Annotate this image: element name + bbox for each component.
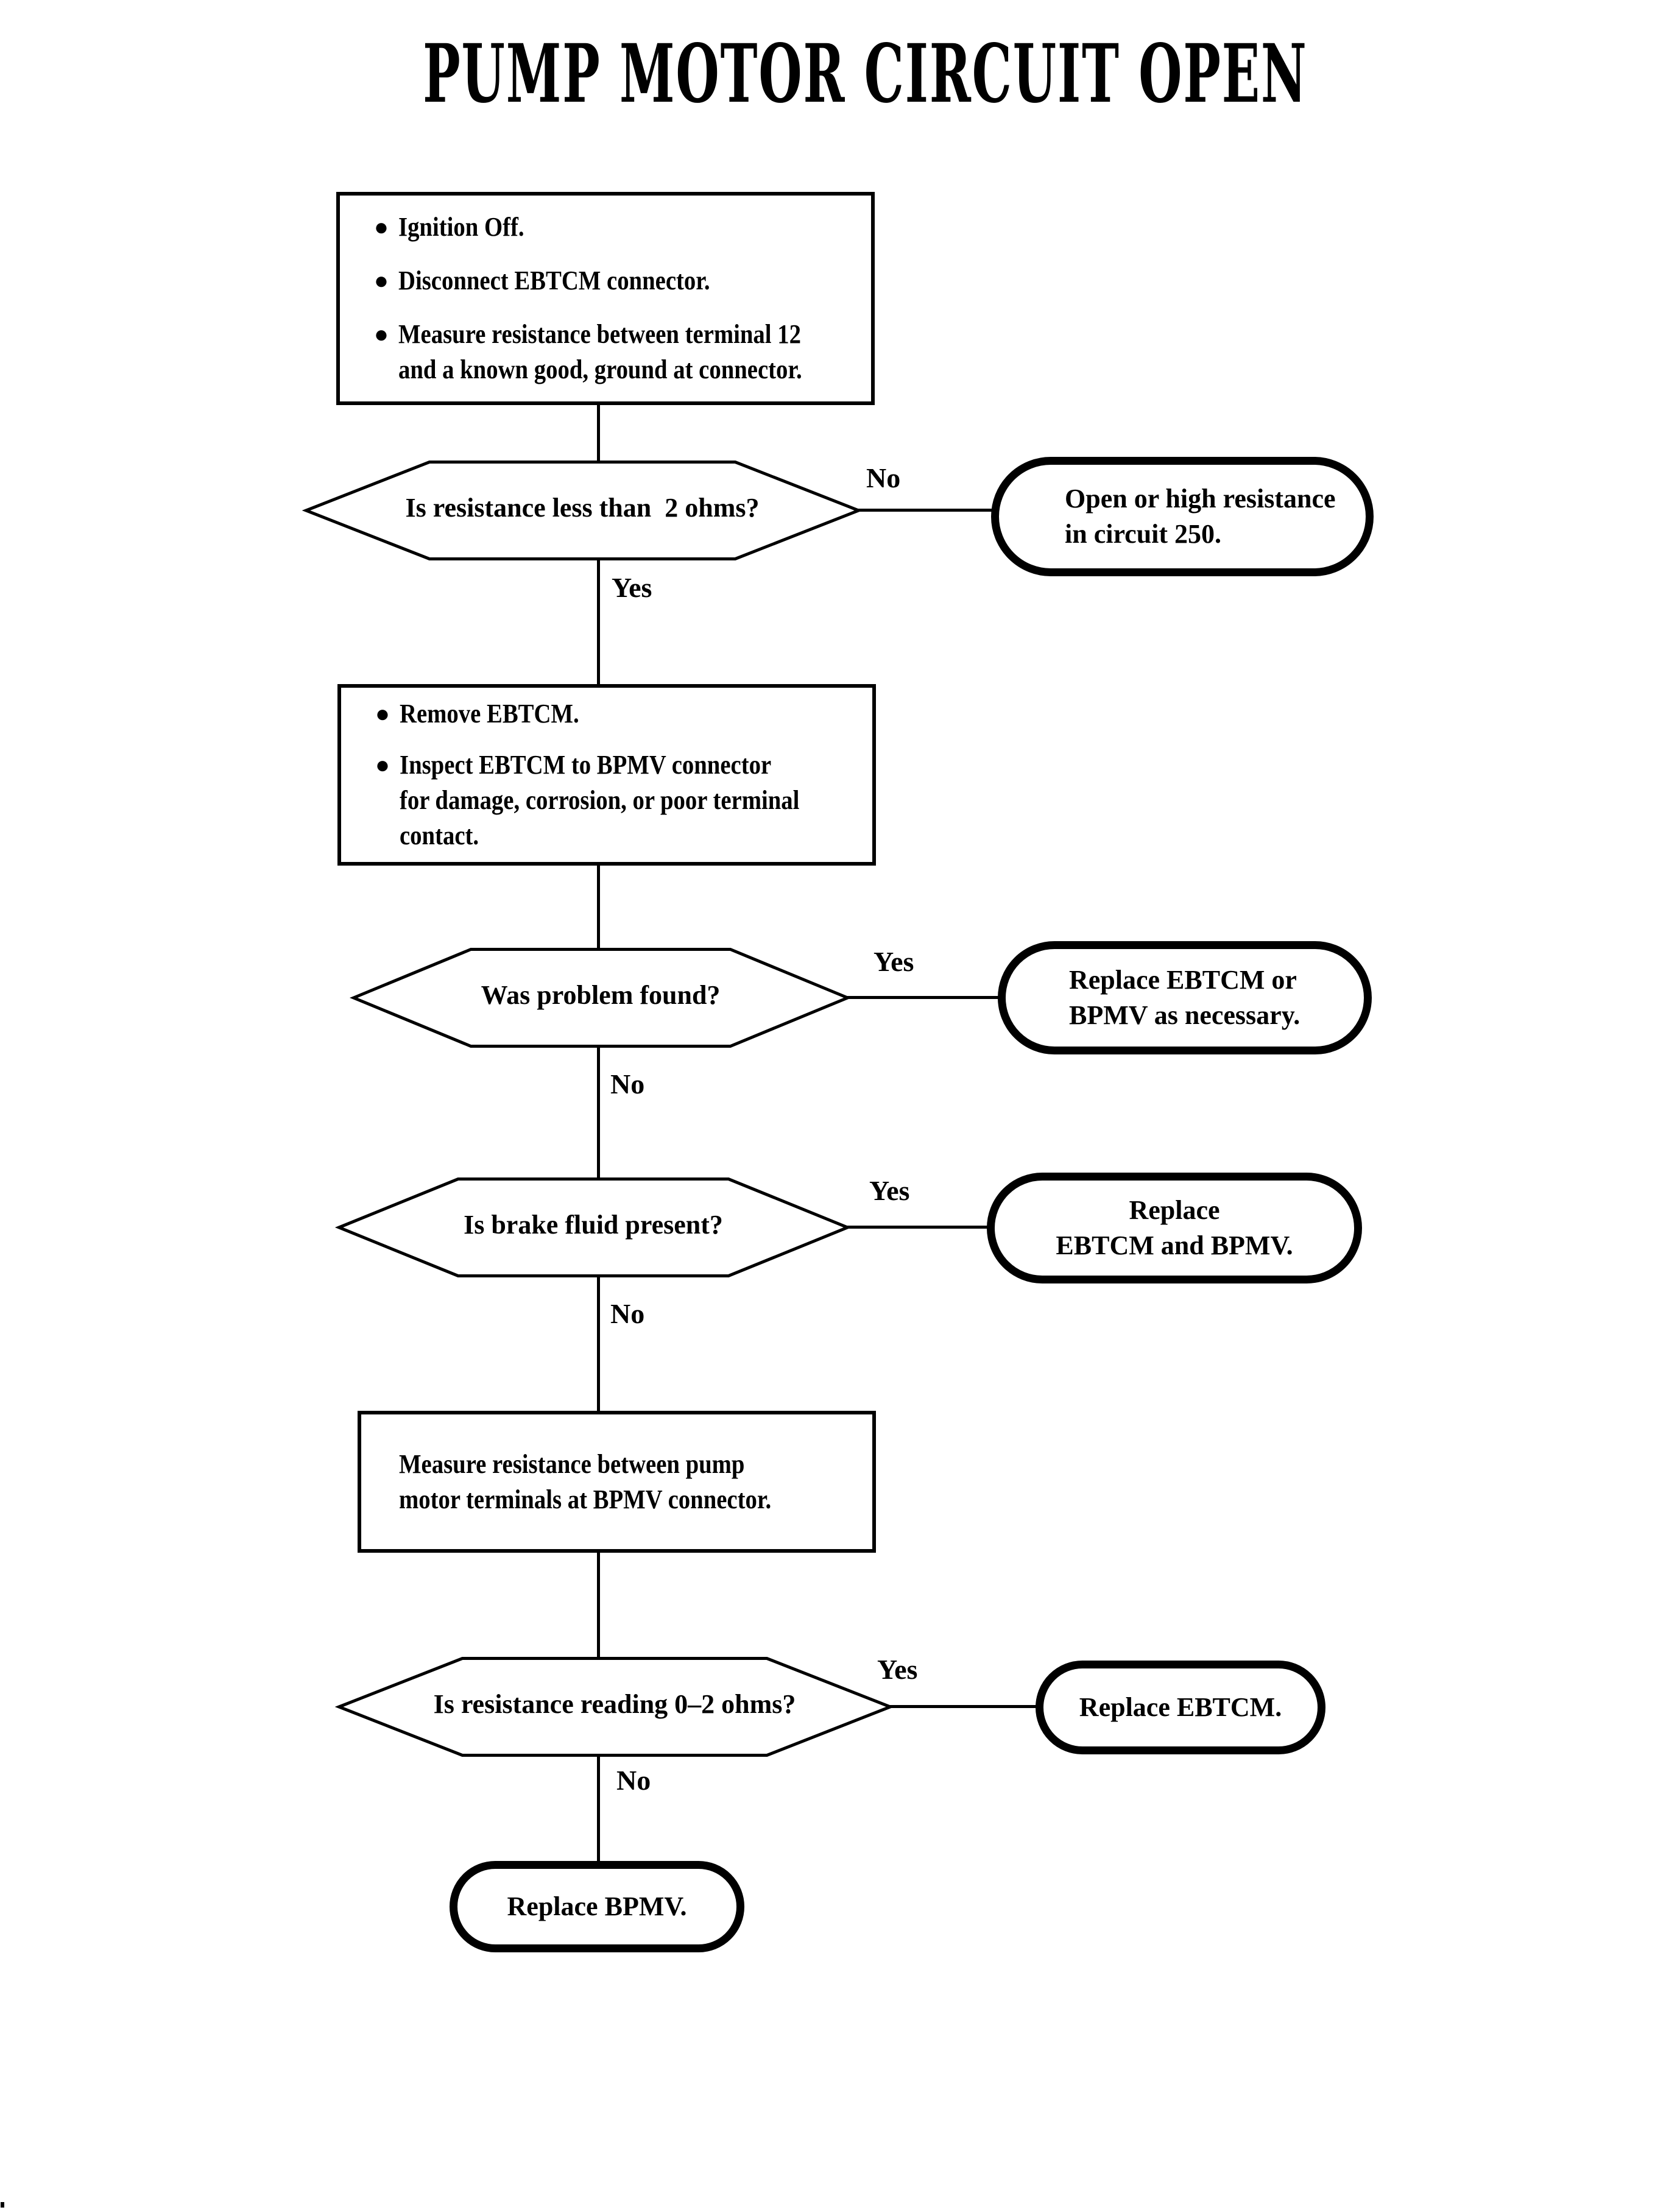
terminal-replace-ebtcm-or-bpmv: Replace EBTCM or BPMV as necessary.: [998, 941, 1372, 1054]
step-text: Disconnect EBTCM connector.: [398, 266, 710, 295]
step-text: Remove EBTCM.: [400, 699, 579, 729]
step-text: Ignition Off.: [398, 212, 524, 242]
process-box-remove-inspect-ebtcm: ● Remove EBTCM. ● Inspect EBTCM to BPMV …: [337, 684, 876, 866]
decision-question: Was problem found?: [481, 980, 721, 1010]
terminal-text: Open or high resistance: [1065, 484, 1336, 514]
branch-label-no: No: [866, 462, 901, 493]
terminal-text: Replace BPMV.: [507, 1891, 687, 1921]
terminal-text: in circuit 250.: [1065, 519, 1222, 549]
branch-label-yes: Yes: [877, 1654, 918, 1685]
step-text: and a known good, ground at connector.: [398, 355, 802, 384]
connector-vertical: [597, 559, 600, 686]
terminal-open-or-high-resistance: Open or high resistance in circuit 250.: [991, 457, 1374, 576]
decision-question: Is resistance reading 0–2 ohms?: [433, 1689, 796, 1719]
decision-is-brake-fluid-present: Is brake fluid present?: [334, 1177, 852, 1277]
step-text: Measure resistance between pump: [399, 1449, 745, 1479]
step-text: motor terminals at BPMV connector.: [399, 1484, 772, 1514]
process-box-measure-pump-motor-resistance: Measure resistance between pump motor te…: [358, 1411, 876, 1553]
terminal-text: BPMV as necessary.: [1069, 1000, 1301, 1030]
decision-resistance-less-than-2-ohms: Is resistance less than 2 ohms?: [302, 461, 863, 560]
terminal-text: Replace EBTCM.: [1079, 1692, 1282, 1722]
bullet-item: ● Measure resistance between terminal 12…: [364, 317, 859, 387]
decision-resistance-reading-0-2-ohms: Is resistance reading 0–2 ohms?: [334, 1657, 895, 1757]
page-title: PUMP MOTOR CIRCUIT OPEN: [25, 27, 1680, 121]
branch-label-yes: Yes: [612, 572, 652, 603]
scan-artifact-dot: [1, 2202, 4, 2208]
bullet-icon: ●: [373, 320, 389, 348]
connector-vertical: [597, 1045, 600, 1179]
branch-label-yes: Yes: [874, 946, 914, 977]
connector-horizontal: [847, 1226, 989, 1229]
connector-vertical: [597, 404, 600, 462]
connector-vertical: [597, 1552, 600, 1659]
terminal-text: Replace: [1129, 1195, 1220, 1225]
decision-was-problem-found: Was problem found?: [349, 948, 852, 1048]
connector-vertical: [597, 1276, 600, 1412]
step-text: Inspect EBTCM to BPMV connector: [400, 750, 772, 780]
bullet-icon: ●: [373, 213, 389, 241]
branch-label-no: No: [610, 1298, 645, 1329]
decision-question: Is brake fluid present?: [464, 1209, 723, 1240]
terminal-replace-bpmv: Replace BPMV.: [450, 1861, 744, 1952]
branch-label-no: No: [616, 1765, 651, 1796]
page-title-text: PUMP MOTOR CIRCUIT OPEN: [422, 27, 1308, 121]
bullet-item: ● Inspect EBTCM to BPMV connector for da…: [365, 747, 860, 853]
terminal-text: EBTCM and BPMV.: [1056, 1230, 1293, 1260]
bullet-item: ● Remove EBTCM.: [365, 696, 860, 732]
bullet-item: ● Ignition Off.: [364, 210, 859, 245]
branch-label-no: No: [610, 1068, 645, 1100]
connector-vertical: [597, 1755, 600, 1862]
connector-horizontal: [858, 509, 993, 512]
decision-question: Is resistance less than 2 ohms?: [405, 492, 760, 523]
bullet-icon: ●: [373, 267, 389, 294]
connector-horizontal: [847, 996, 1000, 999]
terminal-replace-ebtcm-and-bpmv: Replace EBTCM and BPMV.: [987, 1173, 1362, 1283]
terminal-replace-ebtcm: Replace EBTCM.: [1036, 1661, 1325, 1754]
bullet-icon: ●: [375, 751, 390, 778]
connector-vertical: [597, 864, 600, 950]
terminal-text: Replace EBTCM or: [1069, 965, 1297, 995]
bullet-item: ● Disconnect EBTCM connector.: [364, 263, 859, 298]
process-box-initial-checks: ● Ignition Off. ● Disconnect EBTCM conne…: [336, 192, 875, 405]
step-text: for damage, corrosion, or poor terminal: [400, 785, 800, 815]
branch-label-yes: Yes: [869, 1175, 910, 1206]
step-text: contact.: [400, 821, 479, 850]
connector-horizontal: [890, 1705, 1037, 1708]
bullet-icon: ●: [375, 700, 390, 727]
step-text: Measure resistance between terminal 12: [398, 319, 801, 349]
